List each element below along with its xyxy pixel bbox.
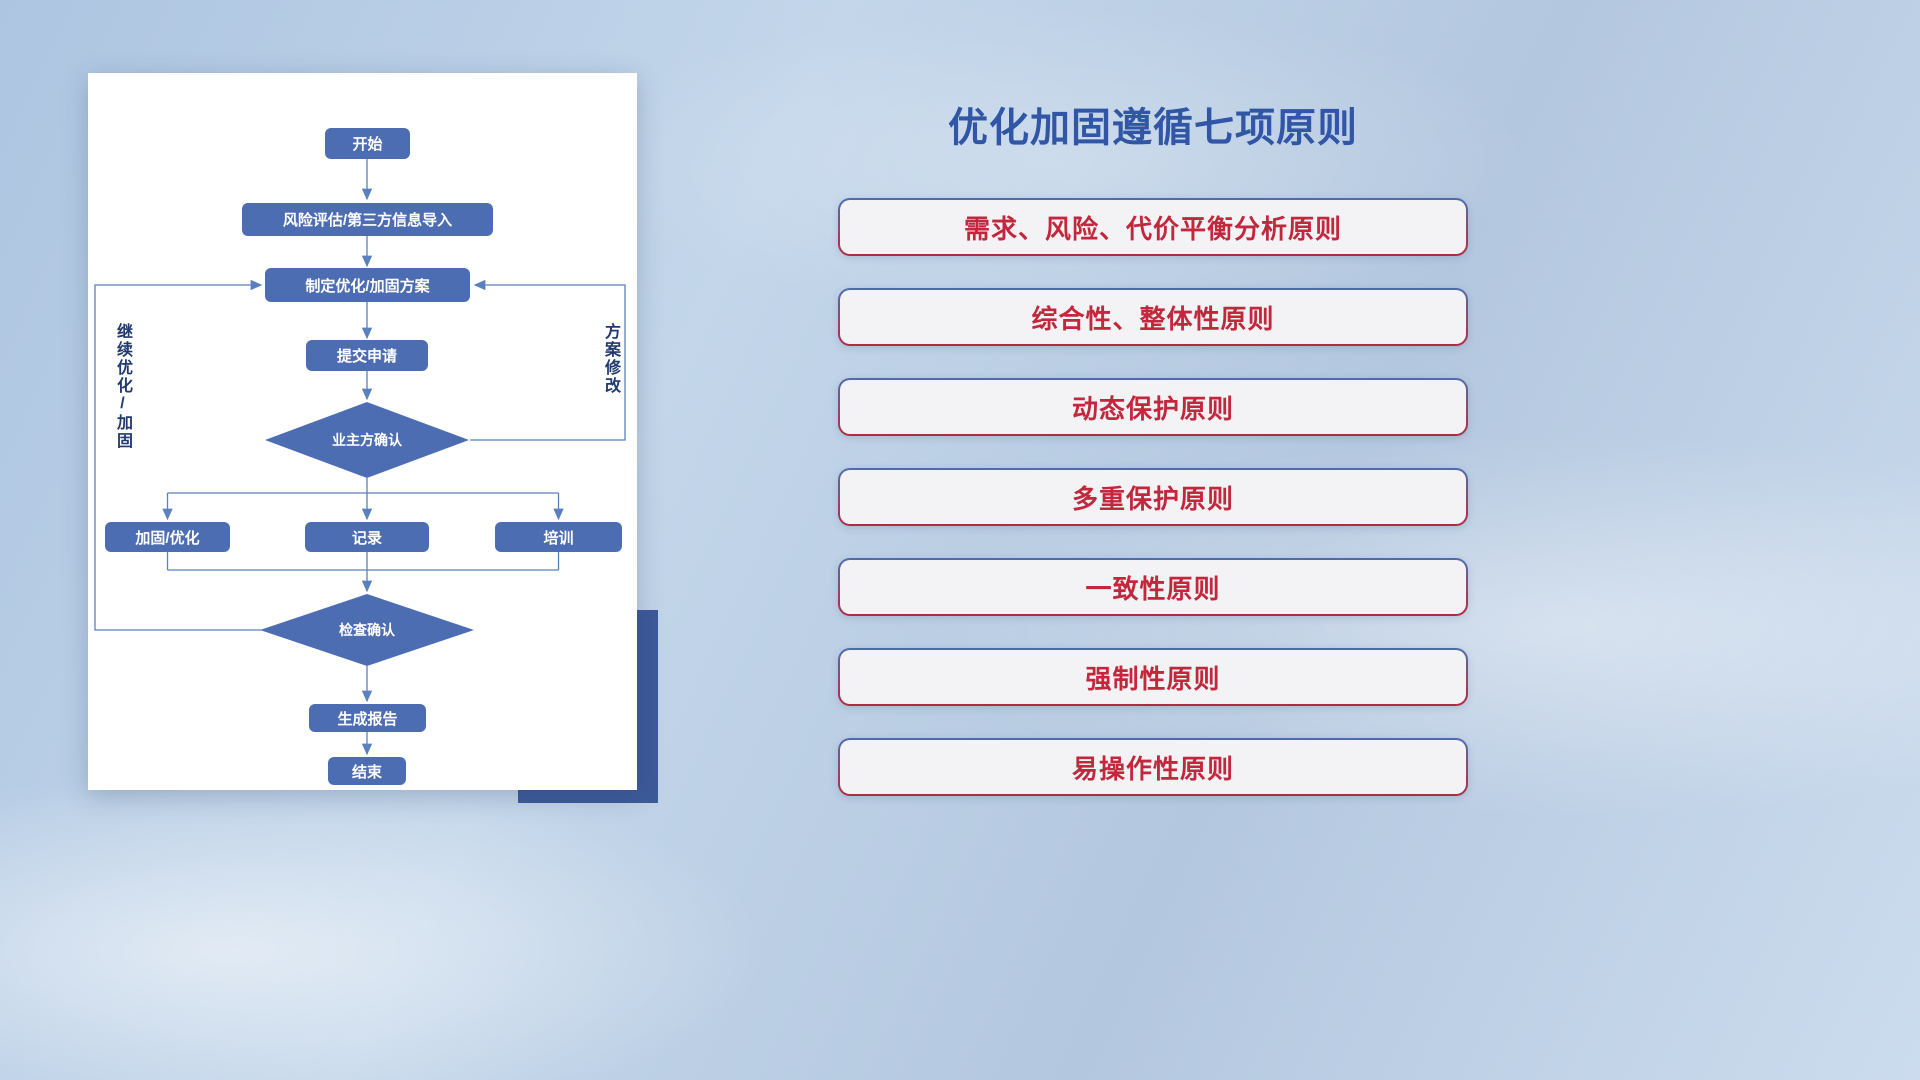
flow-connector-lines bbox=[94, 159, 626, 756]
principles-panel: 优化加固遵循七项原则 需求、风险、代价平衡分析原则 综合性、整体性原则 动态保护… bbox=[838, 0, 1468, 1080]
flow-node-make-plan: 制定优化/加固方案 bbox=[265, 268, 470, 302]
flow-node-end: 结束 bbox=[328, 757, 406, 785]
principle-item-7-label: 易操作性原则 bbox=[1071, 753, 1234, 784]
flowchart-card: 开始 风险评估/第三方信息导入 制定优化/加固方案 提交申请 业主方确认 加固/… bbox=[88, 73, 637, 790]
page-title: 优化加固遵循七项原则 bbox=[948, 106, 1358, 150]
principles-list: 需求、风险、代价平衡分析原则 综合性、整体性原则 动态保护原则 多重保护原则 一… bbox=[838, 198, 1468, 796]
principle-item-5-label: 一致性原则 bbox=[1085, 573, 1221, 604]
principle-item-4-label: 多重保护原则 bbox=[1071, 483, 1234, 514]
principle-item-3-label: 动态保护原则 bbox=[1071, 393, 1234, 424]
flow-node-training: 培训 bbox=[495, 522, 622, 552]
principle-item-7: 易操作性原则 bbox=[838, 738, 1468, 796]
flow-connectors bbox=[94, 159, 626, 756]
principle-item-3: 动态保护原则 bbox=[838, 378, 1468, 436]
principle-item-6-label: 强制性原则 bbox=[1085, 663, 1221, 694]
principle-item-2-label: 综合性、整体性原则 bbox=[1031, 303, 1275, 334]
principle-item-1-label: 需求、风险、代价平衡分析原则 bbox=[963, 213, 1342, 244]
principle-item-6: 强制性原则 bbox=[838, 648, 1468, 706]
flow-label-plan-modify: 方案修改 bbox=[602, 323, 619, 395]
principle-item-4: 多重保护原则 bbox=[838, 468, 1468, 526]
principle-item-2: 综合性、整体性原则 bbox=[838, 288, 1468, 346]
principle-item-5: 一致性原则 bbox=[838, 558, 1468, 616]
flow-node-harden: 加固/优化 bbox=[105, 522, 230, 552]
principle-item-1: 需求、风险、代价平衡分析原则 bbox=[838, 198, 1468, 256]
flow-label-continue-optimize: 继续优化/加固 bbox=[114, 323, 131, 450]
flow-node-submit: 提交申请 bbox=[306, 340, 428, 371]
flow-node-record: 记录 bbox=[305, 522, 429, 552]
flow-node-report: 生成报告 bbox=[309, 704, 426, 732]
flow-node-risk-import: 风险评估/第三方信息导入 bbox=[242, 203, 493, 236]
flow-node-start: 开始 bbox=[325, 128, 410, 159]
